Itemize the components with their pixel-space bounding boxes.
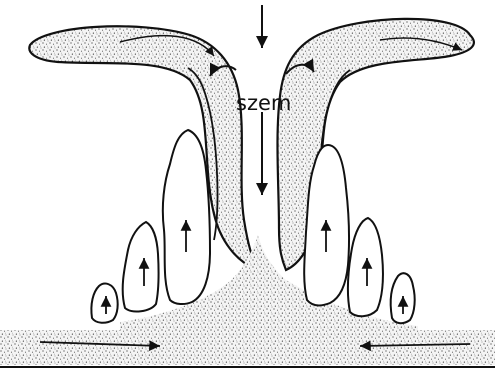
eye-label: szem (236, 91, 291, 115)
right-tower-medium (348, 218, 383, 316)
left-tower-large (163, 130, 210, 304)
sea-surface-band (0, 330, 495, 365)
left-tower-small (91, 284, 117, 323)
left-tower-medium (123, 222, 159, 311)
